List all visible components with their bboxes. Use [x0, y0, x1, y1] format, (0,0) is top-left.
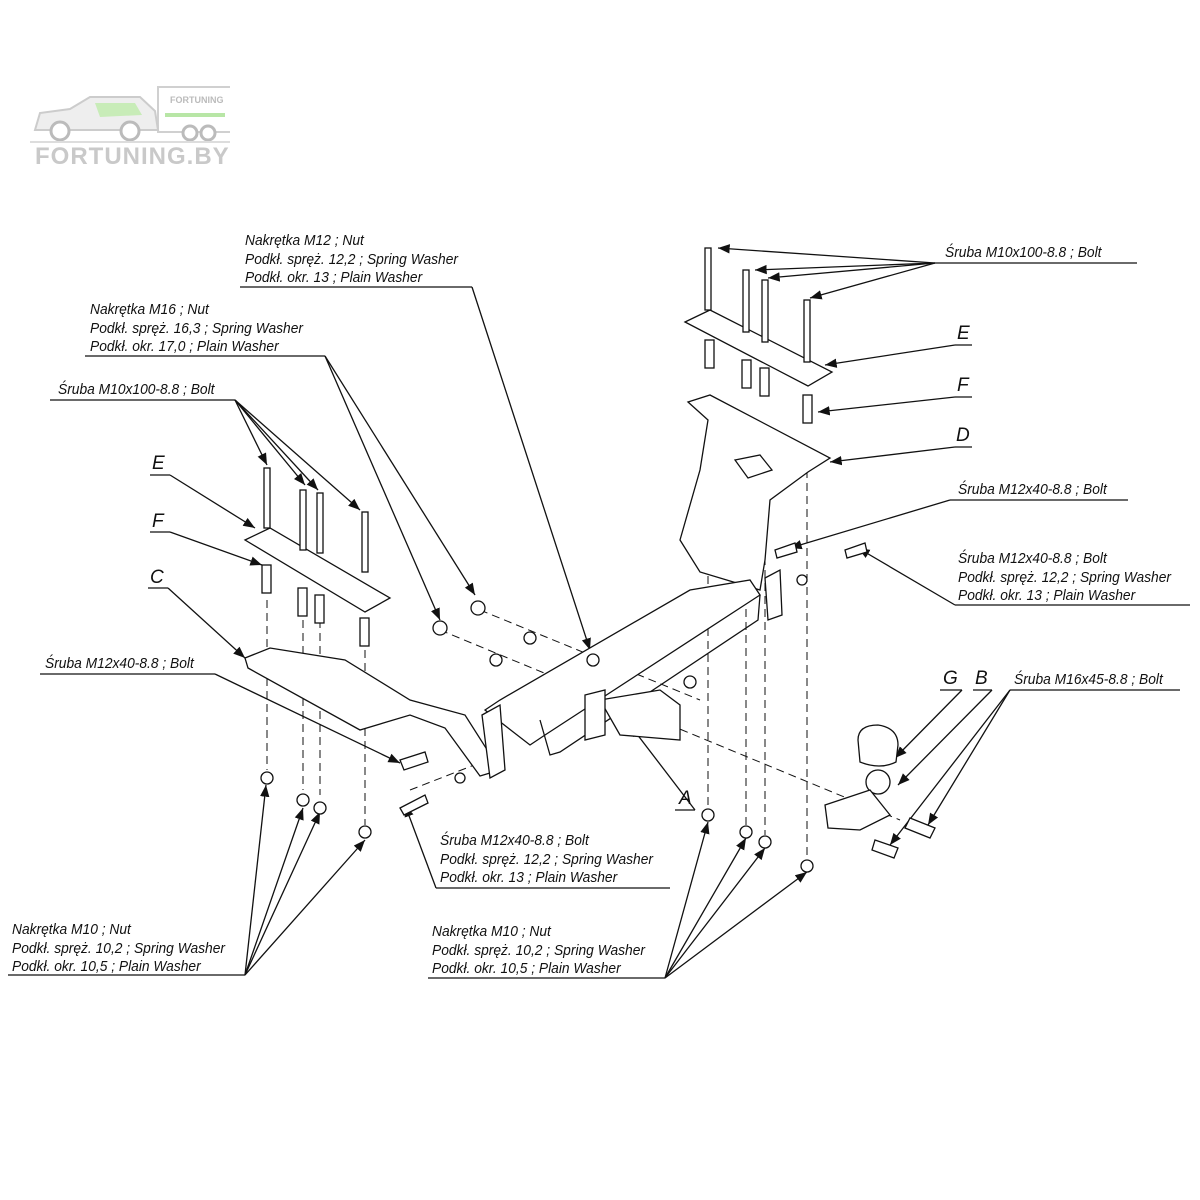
label-line: Podkł. okr. 13 ; Plain Washer	[958, 587, 1136, 604]
label-line: Podkł. spręż. 12,2 ; Spring Washer	[245, 250, 458, 268]
label-line: Nakrętka M12 ; Nut	[245, 232, 364, 249]
truck-trailer-icon: FORTUNING	[30, 86, 249, 143]
label-line: Podkł. okr. 10,5 ; Plain Washer	[12, 958, 201, 975]
label-nut-m16: Nakrętka M16 ; Nut Podkł. spręż. 16,3 ; …	[90, 301, 303, 357]
part-letter-c: C	[150, 567, 164, 588]
label-line: Podkł. okr. 13 ; Plain Washer	[245, 269, 423, 286]
label-line: Podkł. okr. 10,5 ; Plain Washer	[432, 960, 621, 977]
label-line: Podkł. spręż. 12,2 ; Spring Washer	[958, 568, 1171, 586]
part-letter-d: D	[956, 425, 970, 446]
fortuning-logo: FORTUNING	[30, 85, 249, 175]
label-line: Podkł. spręż. 10,2 ; Spring Washer	[12, 939, 225, 957]
part-letter-g: G	[943, 668, 958, 689]
label-line: Nakrętka M10 ; Nut	[432, 923, 551, 940]
label-line: Śruba M12x40-8.8 ; Bolt	[958, 550, 1107, 567]
label-bolt-m10-left: Śruba M10x100-8.8 ; Bolt	[58, 381, 215, 398]
svg-text:FORTUNING: FORTUNING	[170, 95, 224, 105]
label-line: Podkł. spręż. 10,2 ; Spring Washer	[432, 941, 645, 959]
label-bolt-m10-right: Śruba M10x100-8.8 ; Bolt	[945, 244, 1102, 261]
label-line: Podkł. spręż. 16,3 ; Spring Washer	[90, 319, 303, 337]
label-bolt-m12-left: Śruba M12x40-8.8 ; Bolt	[45, 655, 194, 672]
label-line: Śruba M12x40-8.8 ; Bolt	[440, 832, 589, 849]
label-nut-m10-center: Nakrętka M10 ; Nut Podkł. spręż. 10,2 ; …	[432, 923, 645, 979]
label-nut-m10-left: Nakrętka M10 ; Nut Podkł. spręż. 10,2 ; …	[12, 921, 225, 977]
label-line: Nakrętka M10 ; Nut	[12, 921, 131, 938]
part-letter-f-right: F	[957, 375, 969, 396]
label-nut-m12: Nakrętka M12 ; Nut Podkł. spręż. 12,2 ; …	[245, 232, 458, 288]
label-line: Podkł. okr. 13 ; Plain Washer	[440, 869, 618, 886]
part-letter-e-left: E	[152, 453, 165, 474]
label-bolt-m12-right: Śruba M12x40-8.8 ; Bolt	[958, 481, 1107, 498]
part-letter-e-right: E	[957, 323, 970, 344]
part-letter-a: A	[679, 788, 692, 809]
label-bolt-m16: Śruba M16x45-8.8 ; Bolt	[1014, 671, 1163, 688]
part-letter-b: B	[975, 668, 988, 689]
label-line: Podkł. spręż. 12,2 ; Spring Washer	[440, 850, 653, 868]
logo-brand-text: FORTUNING.BY	[35, 143, 230, 170]
label-line: Podkł. okr. 17,0 ; Plain Washer	[90, 338, 279, 355]
part-letter-f-left: F	[152, 511, 164, 532]
label-line: Nakrętka M16 ; Nut	[90, 301, 209, 318]
label-bolt-m12-set-right: Śruba M12x40-8.8 ; Bolt Podkł. spręż. 12…	[958, 550, 1171, 606]
label-bolt-m12-set-center: Śruba M12x40-8.8 ; Bolt Podkł. spręż. 12…	[440, 832, 653, 888]
